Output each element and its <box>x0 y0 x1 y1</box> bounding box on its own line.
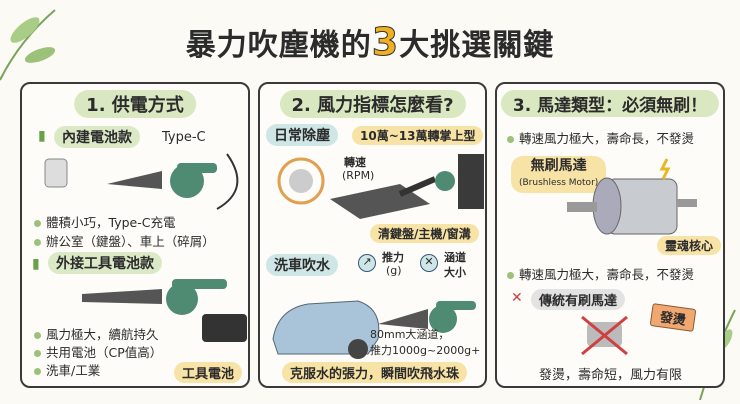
rpm-label: 轉速 <box>344 156 366 169</box>
builtin-battery-label: 內建電池款 <box>54 126 140 148</box>
brushless-label-en: (Brushless Motor) <box>519 178 599 189</box>
page-title: 暴力吹塵機的3大挑選關鍵 <box>0 20 740 65</box>
duct-label: 涵道 <box>444 251 466 264</box>
bullet: 辦公室（鍵盤）、車上（碎屑） <box>34 231 215 250</box>
battery-icon: ▮ <box>38 128 46 144</box>
thrust-icon: ↗ <box>358 254 376 272</box>
brushed-motor-label: 傳統有刷馬達 <box>531 289 626 310</box>
daily-dusting-label: 日常除塵 <box>266 124 338 146</box>
brushed-summary: 發燙，壽命短，風力有限 <box>539 368 683 383</box>
carwash-spec-line1: 80mm大涵道， <box>370 328 450 341</box>
car-wash-illustration <box>272 300 476 359</box>
bullet: 風力極大，續航持久 <box>34 324 159 343</box>
cross-icon: ✕ <box>511 290 523 306</box>
daily-use: 清鍵盤/主機/窗溝 <box>370 224 479 243</box>
handheld-blower-illustration <box>44 153 239 210</box>
title-before: 暴力吹塵機的 <box>185 28 372 63</box>
panel-motor-type: 3. 馬達類型：必須無刷！ 轉速風力極大，壽命長，不發燙 無刷馬達 (Brushl… <box>495 82 725 388</box>
panel-heading: 3. 馬達類型：必須無刷！ <box>500 90 720 117</box>
core-label: 靈魂核心 <box>657 236 722 255</box>
bullet: 共用電池（CP值高） <box>34 342 162 361</box>
bullet: 洗車/工業 <box>34 360 100 379</box>
tool-battery-label: 工具電池 <box>174 362 243 383</box>
keyboard-pc-illustration <box>330 154 484 219</box>
brushless-motor-illustration <box>567 158 697 235</box>
thrust-label: 推力 <box>382 251 404 264</box>
car-wash-label: 洗車吹水 <box>266 254 338 276</box>
bullet: 轉速風力極大，壽命長，不發燙 <box>507 264 694 283</box>
panel-power-supply: 1. 供電方式 ▮ 內建電池款 Type-C 體積小巧，Type-C充電 辦公室… <box>20 82 250 388</box>
thrust-unit: (g) <box>386 264 402 277</box>
type-c-label: Type-C <box>162 130 206 145</box>
brushless-label-zh: 無刷馬達 <box>530 158 587 174</box>
bullet: 轉速風力極大，壽命長，不發燙 <box>507 128 694 147</box>
carwash-spec-line2: 推力1000g~2000g+ <box>370 344 481 357</box>
battery-icon: ▮ <box>32 256 40 272</box>
duct-icon: ✕ <box>420 254 438 272</box>
brushed-motor-crossed-illustration <box>581 315 628 356</box>
tool-battery-blower-illustration <box>82 279 247 342</box>
brushless-label: 無刷馬達 (Brushless Motor) <box>511 156 607 193</box>
hot-sign: 發燙 <box>649 303 697 332</box>
panel-heading: 2. 風力指標怎麼看? <box>279 90 466 118</box>
daily-spec: 10萬~13萬轉掌上型 <box>352 126 484 145</box>
duct-sub: 大小 <box>444 266 466 279</box>
carwash-summary: 克服水的張力，瞬間吹飛水珠 <box>282 362 468 383</box>
title-after: 大挑選關鍵 <box>399 28 555 63</box>
rpm-unit: (RPM) <box>342 169 375 182</box>
title-number: 3 <box>371 20 400 65</box>
bullet: 體積小巧，Type-C充電 <box>34 212 175 231</box>
leaf-decoration-icon <box>0 9 56 81</box>
fan-rpm-icon <box>277 157 325 205</box>
panel-heading: 1. 供電方式 <box>74 90 196 118</box>
panel-airflow-metrics: 2. 風力指標怎麼看? 日常除塵 10萬~13萬轉掌上型 轉速 (RPM) 清鍵… <box>258 82 487 388</box>
external-battery-label: 外接工具電池款 <box>48 252 162 274</box>
